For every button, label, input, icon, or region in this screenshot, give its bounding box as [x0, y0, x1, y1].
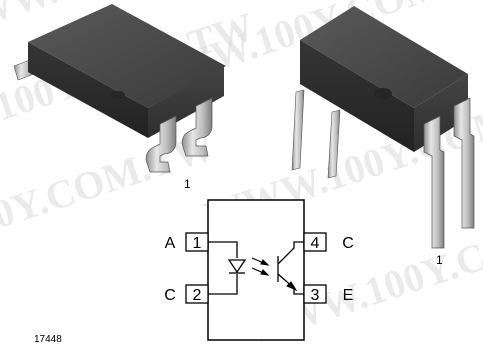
smd-lead-left: [145, 115, 177, 173]
led-symbol: [227, 259, 247, 274]
dip-pin1-dot: [374, 88, 392, 100]
pin-name-collector: C: [342, 235, 354, 252]
pin-name-emitter: E: [343, 287, 354, 304]
led-circuit: [208, 241, 238, 295]
dip-front-lead-right: [453, 97, 475, 229]
dip-top-face: [300, 6, 468, 108]
smd-pin1-dot: [111, 91, 125, 99]
pin-name-cathode: C: [164, 287, 176, 304]
dip-back-lead-left: [291, 89, 305, 171]
phototransistor-symbol: [277, 241, 304, 295]
dip-package: 1: [291, 6, 475, 267]
smd-package: 1: [13, 4, 226, 191]
pin-number-1: 1: [193, 235, 202, 252]
emitter-arrow: [286, 281, 298, 292]
dip-pin1-label: 1: [436, 253, 443, 267]
smd-front-face: [148, 66, 224, 138]
smd-top-face: [28, 4, 226, 108]
smd-left-face: [28, 42, 148, 138]
smd-lead-right: [181, 97, 213, 157]
smd-pin1-label: 1: [184, 177, 191, 191]
pin-number-3: 3: [311, 287, 320, 304]
figure-id: 17448: [34, 334, 62, 345]
pin-number-2: 2: [193, 287, 202, 304]
dip-left-face: [300, 40, 414, 152]
pin-name-anode: A: [165, 235, 176, 252]
schematic: 1 A 2 C 4 C 3 E: [164, 199, 354, 341]
dip-front-lead-left: [423, 115, 445, 249]
pin-number-4: 4: [311, 235, 320, 252]
dip-back-lead-right: [327, 109, 341, 179]
light-arrows: [251, 257, 270, 276]
